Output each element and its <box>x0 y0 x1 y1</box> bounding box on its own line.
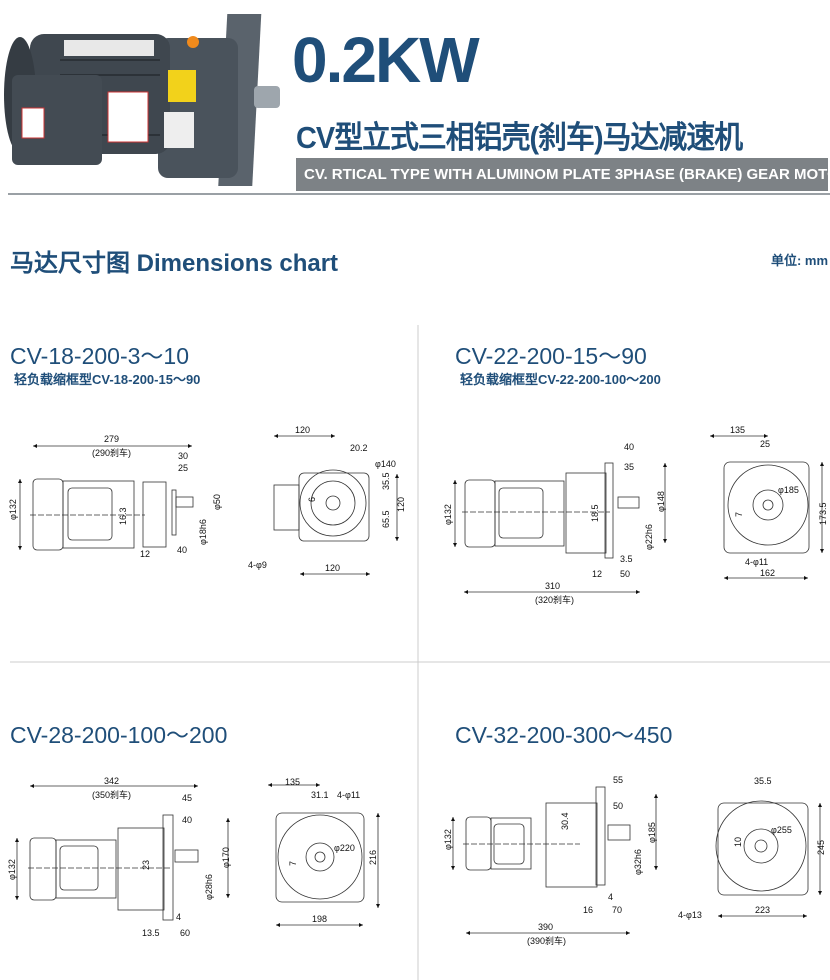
dim: φ18h6 <box>198 519 208 545</box>
power-rating: 0.2KW <box>292 24 480 96</box>
dim: 223 <box>755 905 770 915</box>
product-title: CV型立式三相铝壳(刹车)马达减速机 <box>296 120 743 155</box>
unit-label: 单位: mm <box>770 253 828 268</box>
model-subtitle-1: 轻负载缩框型CV-18-200-15～90 <box>14 372 201 387</box>
dim: φ132 <box>7 859 17 880</box>
dim: 4-φ11 <box>337 790 360 800</box>
product-subtitle-bar: CV. RTICAL TYPE WITH ALUMINOM PLATE 3PHA… <box>296 158 830 191</box>
dim: 4 <box>608 892 613 902</box>
dim: 16.3 <box>118 507 128 525</box>
dim: 35.5 <box>381 472 391 490</box>
side-view-2 <box>453 462 667 594</box>
model-title-2: CV-22-200-15～90 <box>455 343 647 369</box>
dim: 135 <box>730 425 745 435</box>
dim: 6 <box>307 497 317 502</box>
dim: φ220 <box>334 843 355 853</box>
dim: 20.2 <box>350 443 368 453</box>
dim: 16 <box>583 905 593 915</box>
divider <box>8 193 830 195</box>
dim: 12 <box>140 549 150 559</box>
dim: 25 <box>760 439 770 449</box>
dim: 3.5 <box>620 554 633 564</box>
dim: φ132 <box>8 499 18 520</box>
side-view-3 <box>15 784 230 921</box>
model-title-4: CV-32-200-300～450 <box>455 722 673 748</box>
dim: 40 <box>624 442 634 452</box>
dim: 390 <box>538 922 553 932</box>
dim: 30 <box>178 451 188 461</box>
side-view-1 <box>18 444 194 551</box>
dim: 70 <box>612 905 622 915</box>
dim: φ170 <box>221 847 231 868</box>
dim: 4 <box>176 912 181 922</box>
dim: 31.1 <box>311 790 329 800</box>
front-view-2 <box>710 434 824 580</box>
dim-brake: (290刹车) <box>92 447 131 458</box>
dim: φ255 <box>771 825 792 835</box>
dim: 12 <box>592 569 602 579</box>
dim: 7 <box>734 512 744 517</box>
dim: 40 <box>182 815 192 825</box>
dim: 120 <box>325 563 340 573</box>
dim: 245 <box>816 840 826 855</box>
dim: φ50 <box>212 494 222 510</box>
dim: 120 <box>295 425 310 435</box>
model-subtitle-2: 轻负载缩框型CV-22-200-100～200 <box>460 372 661 387</box>
dim: φ132 <box>443 504 453 525</box>
dim: 7 <box>288 861 298 866</box>
dim: φ32h6 <box>633 849 643 875</box>
dim: φ185 <box>647 822 657 843</box>
dim: 216 <box>368 850 378 865</box>
dim: (390刹车) <box>527 935 566 946</box>
model-title-1: CV-18-200-3～10 <box>10 343 189 369</box>
dim: 60 <box>180 928 190 938</box>
dim: 4-φ9 <box>248 560 267 570</box>
dim: 65.5 <box>381 510 391 528</box>
dim: 50 <box>620 569 630 579</box>
dim: 120 <box>396 497 406 512</box>
dim: 4-φ13 <box>678 910 702 920</box>
dim: 4-φ11 <box>745 557 768 567</box>
dim: 18.5 <box>590 504 600 522</box>
section-title: 马达尺寸图 Dimensions chart <box>10 250 339 277</box>
dim: 310 <box>545 581 560 591</box>
dim: φ185 <box>778 485 799 495</box>
motor-photo <box>4 14 280 186</box>
dim: 35.5 <box>754 776 772 786</box>
dim-total: 279 <box>104 434 119 444</box>
dim: 173.5 <box>818 502 828 525</box>
dim: 35 <box>624 462 634 472</box>
dim: 23 <box>141 860 151 870</box>
dim: 25 <box>178 463 188 473</box>
dim: (350刹车) <box>92 789 131 800</box>
dim: 342 <box>104 776 119 786</box>
dim: 50 <box>613 801 623 811</box>
dim: φ148 <box>656 491 666 512</box>
dim: φ132 <box>443 829 453 850</box>
dim: 30.4 <box>560 812 570 830</box>
dim: 40 <box>177 545 187 555</box>
dim: φ140 <box>375 459 396 469</box>
side-view-4 <box>451 786 658 935</box>
dim: 135 <box>285 777 300 787</box>
dim: 198 <box>312 914 327 924</box>
front-view-4 <box>715 800 822 918</box>
model-title-3: CV-28-200-100～200 <box>10 722 228 748</box>
dim: (320刹车) <box>535 594 574 605</box>
front-view-1 <box>273 434 399 576</box>
dim: 10 <box>733 837 743 847</box>
dim: φ22h6 <box>644 524 654 550</box>
dim: 45 <box>182 793 192 803</box>
dim: 162 <box>760 568 775 578</box>
dim: 13.5 <box>142 928 160 938</box>
dim: 55 <box>613 775 623 785</box>
front-view-3 <box>268 783 380 927</box>
dim: φ28h6 <box>204 874 214 900</box>
